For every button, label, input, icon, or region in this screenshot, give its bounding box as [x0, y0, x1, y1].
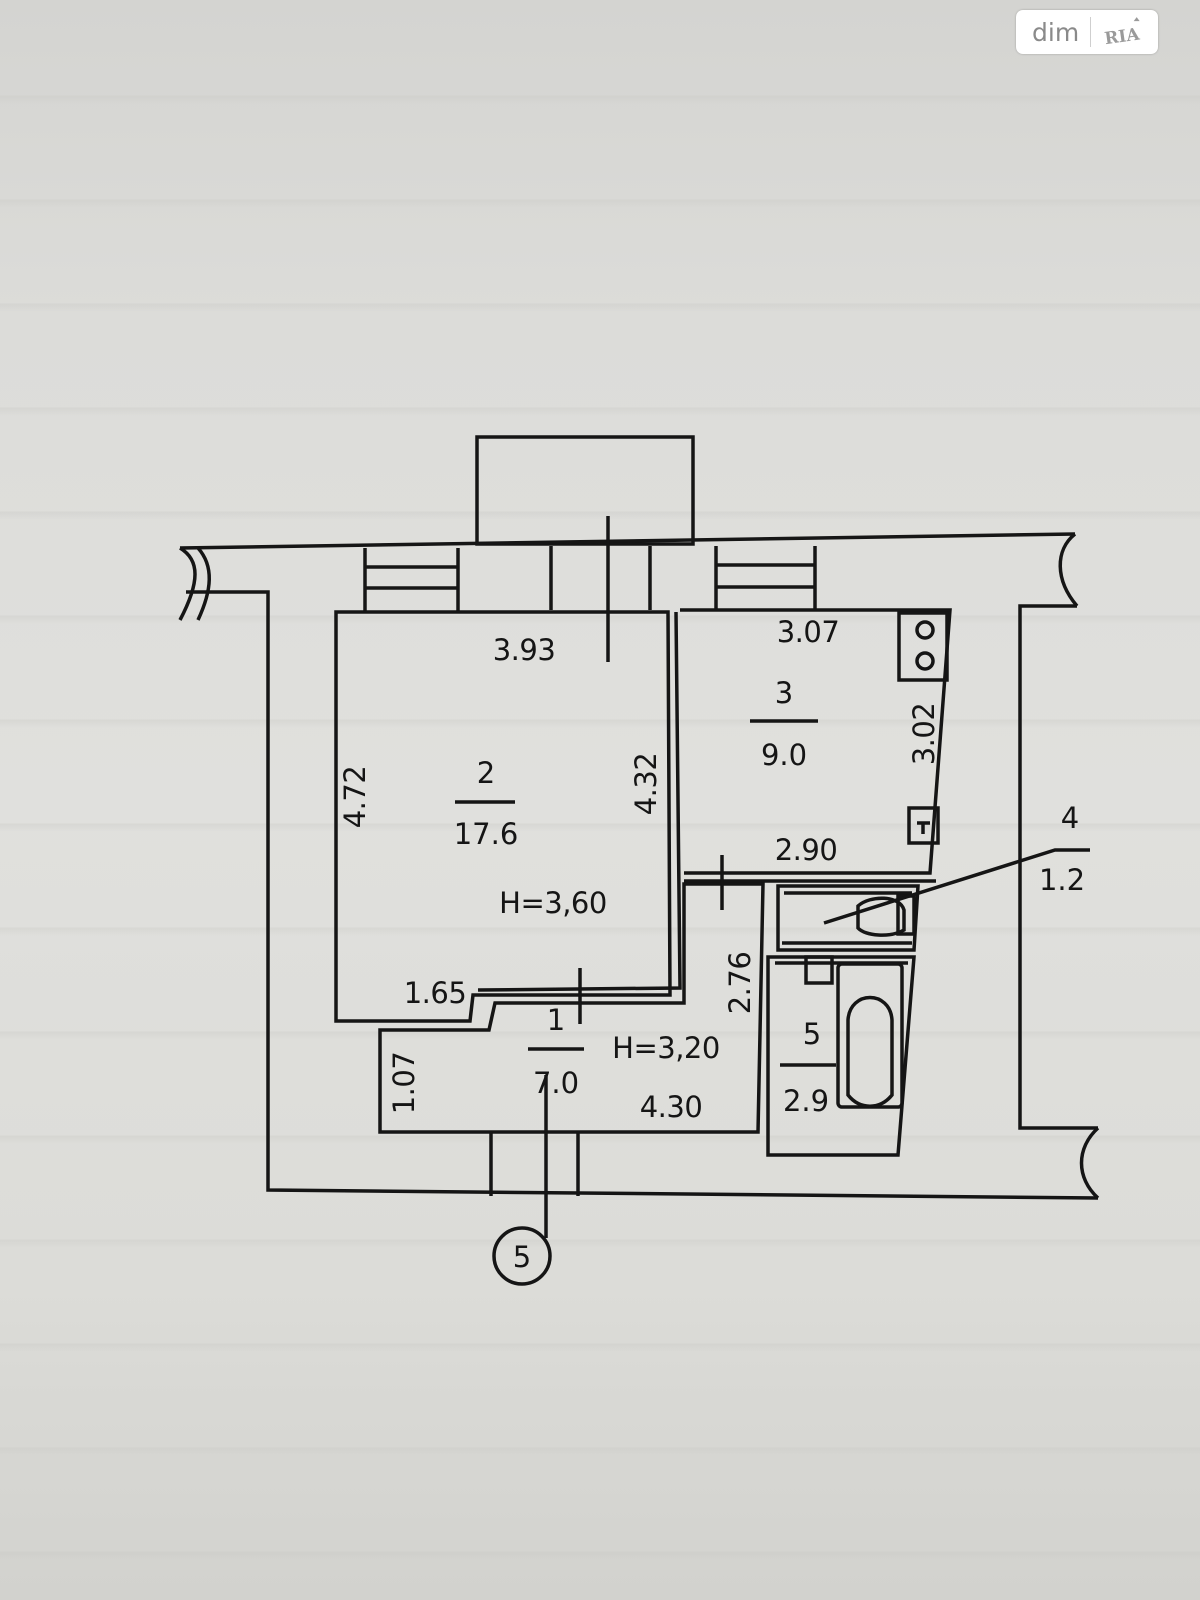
balcony-door-jambs	[549, 546, 652, 610]
room-2-number: 2	[477, 756, 495, 790]
room-5-number: 5	[803, 1017, 821, 1051]
room-1-dim-bottom: 4.30	[640, 1090, 703, 1124]
room-4-number: 4	[1061, 801, 1079, 835]
exterior-wall-top	[179, 532, 1076, 550]
watermark-brand: dim	[1032, 17, 1080, 47]
exterior-wall-top-inner	[186, 590, 1099, 1200]
room-3-dim-top: 3.07	[777, 615, 840, 649]
entrance-door	[489, 1132, 580, 1196]
balcony	[475, 435, 695, 546]
corridor-dim-right: 2.76	[723, 952, 757, 1015]
watermark-divider	[1089, 17, 1091, 47]
bathtub-icon	[836, 962, 904, 1109]
room-5-walls	[766, 955, 916, 1157]
ria-logo-icon: RIA	[1104, 17, 1142, 48]
room-3-walls	[680, 608, 952, 875]
room-2-dim-top: 3.93	[493, 633, 556, 667]
room-3-number: 3	[775, 676, 793, 710]
bathroom-sink-icon	[804, 955, 834, 985]
room-4-leader	[823, 848, 1090, 925]
room-3-dim-right: 3.02	[907, 703, 941, 766]
svg-text:RIA: RIA	[1104, 23, 1142, 48]
kitchen-sink-icon	[907, 806, 940, 845]
room-4-walls	[776, 884, 920, 952]
entrance-marker-label: 5	[513, 1240, 531, 1274]
room-1-dim-left: 1.07	[387, 1052, 421, 1115]
room-3-area: 9.0	[761, 738, 807, 772]
exterior-wall-right-inner	[1018, 604, 1098, 1130]
room-1-number: 1	[547, 1003, 565, 1037]
wall-break-top-right	[1058, 532, 1079, 608]
room-2-area: 17.6	[454, 817, 519, 851]
room-4-inner	[782, 891, 912, 945]
dim-ria-watermark: dim RIA	[1016, 10, 1158, 54]
room-1-walls	[378, 882, 765, 1134]
entrance-marker-circle	[492, 1226, 552, 1286]
room-2-dim-left: 4.72	[338, 766, 372, 829]
room-1-area: 7.0	[533, 1066, 579, 1100]
wall-break-bottom-right	[1079, 1126, 1100, 1200]
room-2-dim-bottom: 1.65	[404, 976, 467, 1010]
room-3-dim-bottom: 2.90	[775, 833, 838, 867]
room-5-area: 2.9	[783, 1084, 829, 1118]
room-2-inner-offset	[477, 611, 682, 992]
room-2-dim-right: 4.32	[629, 753, 663, 816]
wall-break-left	[178, 546, 211, 621]
room-2-walls	[334, 610, 672, 1023]
room-2-ceiling-height: H=3,60	[499, 886, 607, 920]
room-1-ceiling-height: H=3,20	[612, 1031, 720, 1065]
room-4-area: 1.2	[1039, 863, 1085, 897]
window-room2	[363, 548, 460, 612]
window-room3	[714, 546, 817, 609]
stove-icon	[897, 611, 949, 682]
